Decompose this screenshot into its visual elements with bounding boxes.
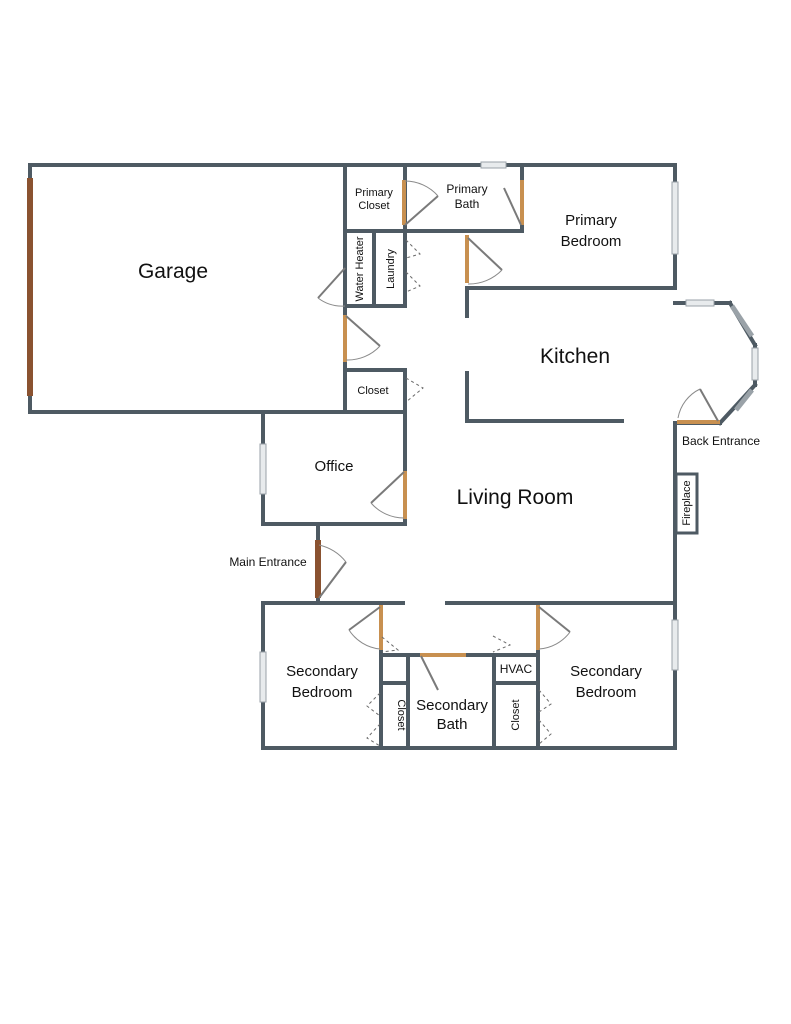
primary-bedroom-door-arc <box>467 269 503 285</box>
label-primary-bedroom-2: Bedroom <box>561 233 622 250</box>
primary-closet-door-swing <box>404 195 439 226</box>
garage-entry-door-arc <box>317 297 346 307</box>
label-garage: Garage <box>138 260 208 283</box>
secondary-bedroom-right-door-swing <box>538 606 571 633</box>
main-entrance-door-swing <box>318 561 347 599</box>
secondary-bedroom-right-door-arc <box>538 631 571 650</box>
office-door-arc <box>370 502 405 519</box>
fireplace-box <box>674 472 699 535</box>
window-primary-bath <box>480 161 507 169</box>
label-primary-bath-1: Primary <box>446 182 487 196</box>
label-closet-hall: Closet <box>357 385 388 397</box>
label-closet-right: Closet <box>510 699 522 730</box>
label-fireplace: Fireplace <box>681 480 693 525</box>
laundry-door-dashed-2 <box>405 271 421 293</box>
window-primary-bedroom <box>671 181 679 255</box>
window-office <box>259 443 267 495</box>
label-main-entrance: Main Entrance <box>229 555 307 569</box>
garage-entry-door-swing <box>317 267 346 299</box>
hall-door-arc <box>345 345 381 361</box>
label-back-entrance: Back Entrance <box>682 434 760 448</box>
label-living-room: Living Room <box>457 486 574 509</box>
label-primary-bath-2: Bath <box>455 197 480 211</box>
closet-right-dashed-1 <box>538 689 552 713</box>
secondary-bedroom-left-door-swing <box>348 606 381 631</box>
label-closet-left: Closet <box>395 699 407 730</box>
window-secondary-bedroom-left <box>259 651 267 703</box>
secondary-bath-door-swing <box>420 655 439 691</box>
doors <box>27 178 720 747</box>
back-entrance-door-swing <box>699 388 719 422</box>
label-secondary-bedroom-left-2: Bedroom <box>292 684 353 701</box>
office-door-swing <box>370 471 405 504</box>
label-secondary-bath-1: Secondary <box>416 697 488 714</box>
room-labels: Garage Primary Closet Primary Bath Prima… <box>138 182 760 733</box>
label-kitchen: Kitchen <box>540 345 610 368</box>
label-secondary-bath-2: Bath <box>437 716 468 733</box>
hall-door-swing <box>345 315 381 347</box>
window-bay-side <box>751 347 759 381</box>
hall-closet-door-dashed <box>405 377 424 403</box>
back-entrance-door-arc <box>677 388 701 419</box>
label-hvac: HVAC <box>500 662 533 676</box>
laundry-door-dashed-1 <box>405 239 421 259</box>
window-secondary-bedroom-right <box>671 619 679 671</box>
window-bay-diag-lower <box>734 388 754 412</box>
main-entrance-door-arc <box>318 544 347 563</box>
primary-closet-door-arc <box>404 180 439 197</box>
label-office: Office <box>315 458 354 475</box>
label-secondary-bedroom-right-2: Bedroom <box>576 684 637 701</box>
window-bay-diag-upper <box>729 304 755 338</box>
label-secondary-bedroom-left-1: Secondary <box>286 663 358 680</box>
closet-left-upper-dashed <box>381 636 400 653</box>
label-primary-closet-2: Closet <box>358 200 389 212</box>
label-laundry: Laundry <box>385 249 397 289</box>
closet-right-dashed-2 <box>538 719 552 745</box>
primary-bedroom-door-swing <box>467 237 503 271</box>
label-primary-closet-1: Primary <box>355 187 393 199</box>
closet-left-dashed-1 <box>366 692 381 717</box>
label-primary-bedroom-1: Primary <box>565 212 617 229</box>
hvac-dashed <box>492 635 512 653</box>
primary-bath-door-swing <box>503 187 522 226</box>
window-bay-top <box>685 299 715 307</box>
windows <box>259 161 759 703</box>
label-secondary-bedroom-right-1: Secondary <box>570 663 642 680</box>
closet-left-dashed-2 <box>366 723 381 747</box>
secondary-bedroom-left-door-arc <box>348 629 381 650</box>
label-water-heater: Water Heater <box>354 236 366 301</box>
